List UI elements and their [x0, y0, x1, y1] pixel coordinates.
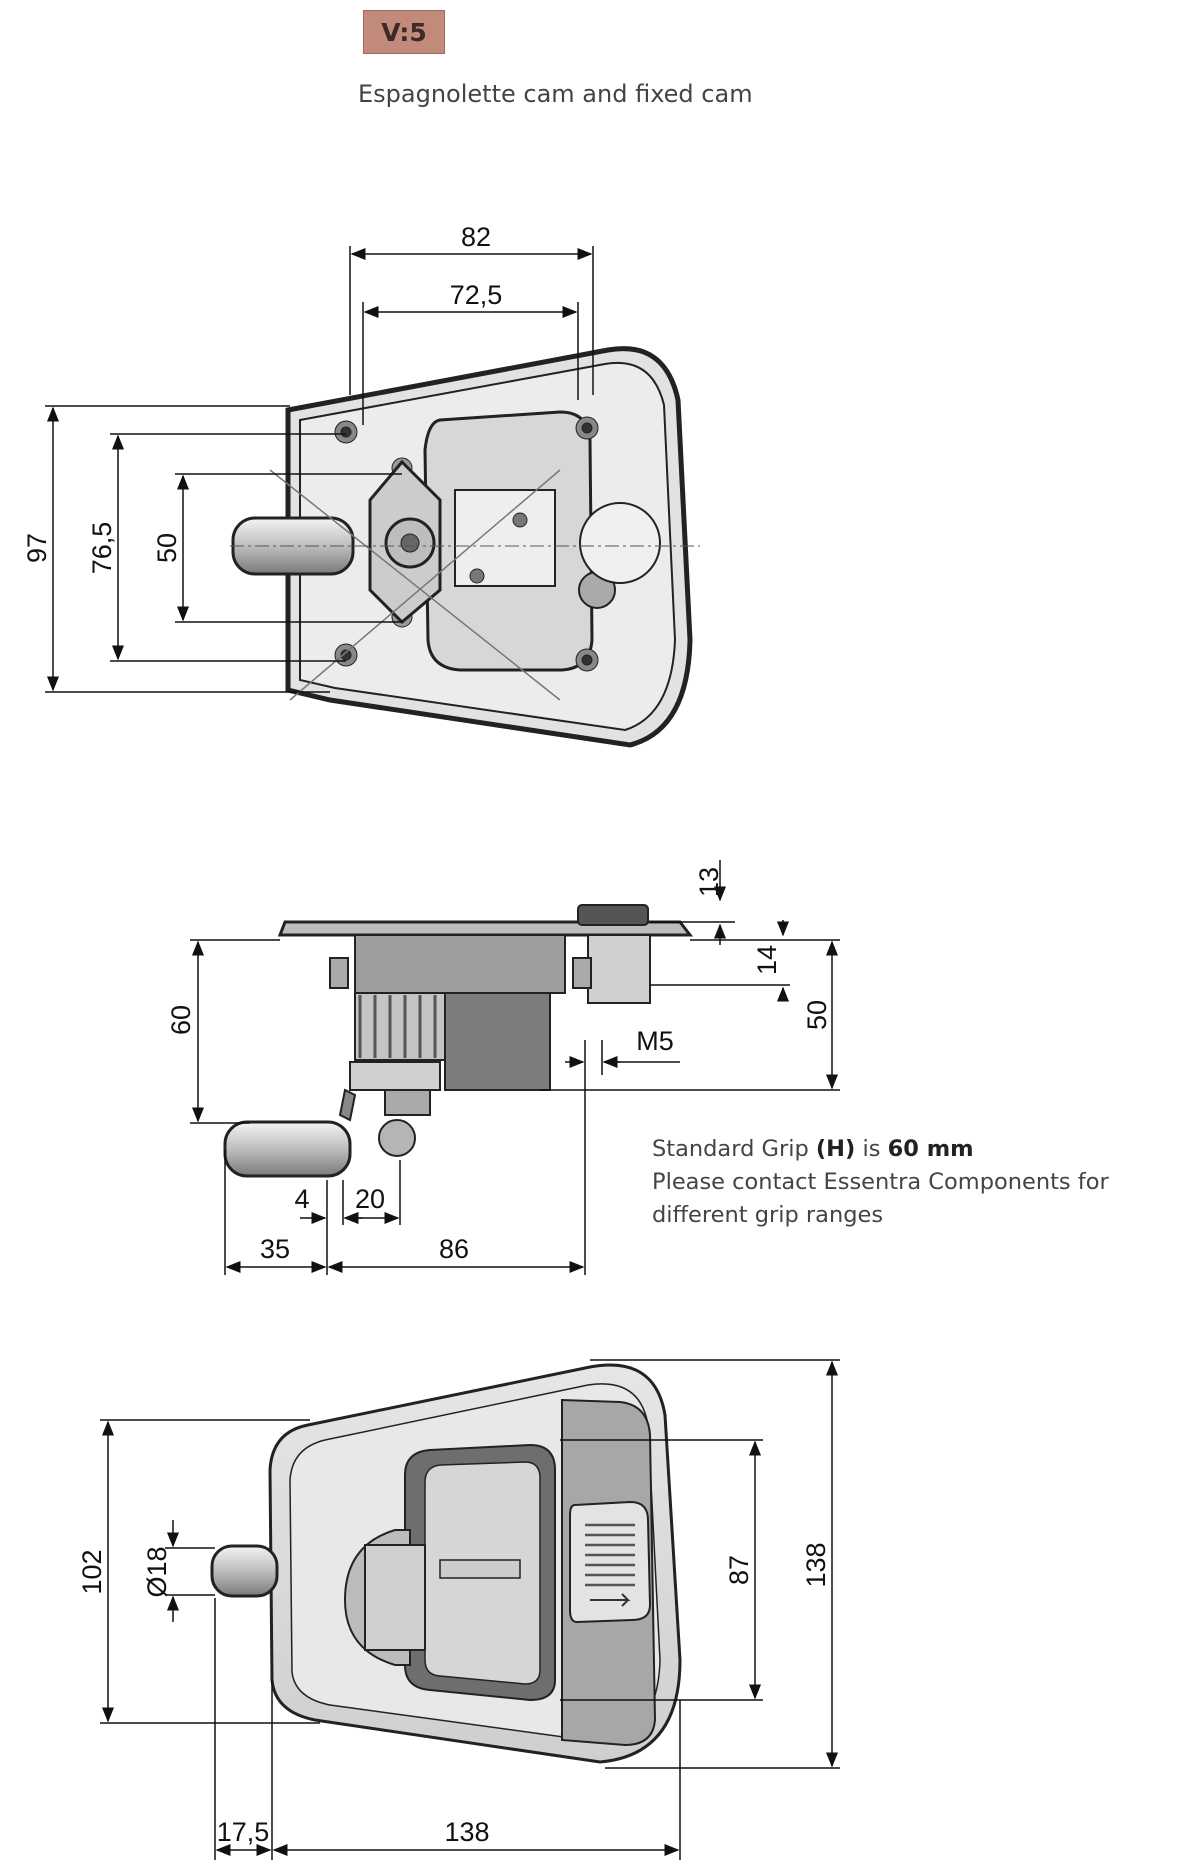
grip-note: Standard Grip (H) is 60 mm Please contac… [652, 1133, 1109, 1232]
grip-note-line3: different grip ranges [652, 1202, 884, 1228]
dim-50-side: 50 [802, 1000, 832, 1030]
dim-72-5: 72,5 [450, 280, 503, 310]
grip-note-value: 60 mm [887, 1136, 974, 1162]
side-view-body [223, 904, 694, 1178]
dim-50-top: 50 [152, 533, 182, 563]
side-view: 13 14 M5 50 60 4 20 35 86 [166, 860, 840, 1275]
dim-138-horizontal: 138 [444, 1817, 489, 1847]
dim-4: 4 [294, 1184, 309, 1214]
dim-82: 82 [461, 222, 491, 252]
dim-97: 97 [22, 533, 52, 563]
dim-20: 20 [355, 1184, 385, 1214]
front-view-body [210, 1363, 682, 1764]
dim-35: 35 [260, 1234, 290, 1264]
dim-87: 87 [724, 1555, 754, 1585]
dim-138-vertical: 138 [801, 1542, 831, 1587]
top-view: 82 72,5 97 76,5 50 [22, 222, 700, 748]
top-view-body [230, 346, 700, 748]
dim-14: 14 [752, 945, 782, 975]
dim-dia-18: Ø18 [142, 1546, 172, 1597]
front-view: Ø18 102 87 138 17,5 138 [77, 1359, 840, 1860]
grip-note-line1: Standard Grip (H) is 60 mm [652, 1133, 1109, 1166]
variant-badge: V:5 [363, 10, 445, 54]
dim-102: 102 [77, 1549, 107, 1594]
dim-17-5: 17,5 [217, 1817, 270, 1847]
grip-note-h: (H) [815, 1136, 856, 1162]
dim-86: 86 [439, 1234, 469, 1264]
top-view-dimensions [45, 246, 594, 693]
dim-m5: M5 [636, 1026, 674, 1056]
dim-60: 60 [166, 1005, 196, 1035]
grip-note-prefix: Standard Grip [652, 1136, 816, 1162]
grip-note-mid: is [855, 1136, 888, 1162]
side-view-dimensions [190, 860, 840, 1275]
front-view-dimensions [100, 1359, 840, 1860]
dim-13: 13 [694, 867, 724, 897]
diagram-subtitle: Espagnolette cam and fixed cam [358, 80, 753, 108]
dim-76-5: 76,5 [87, 522, 117, 575]
grip-note-line2: Please contact Essentra Components for [652, 1169, 1109, 1195]
